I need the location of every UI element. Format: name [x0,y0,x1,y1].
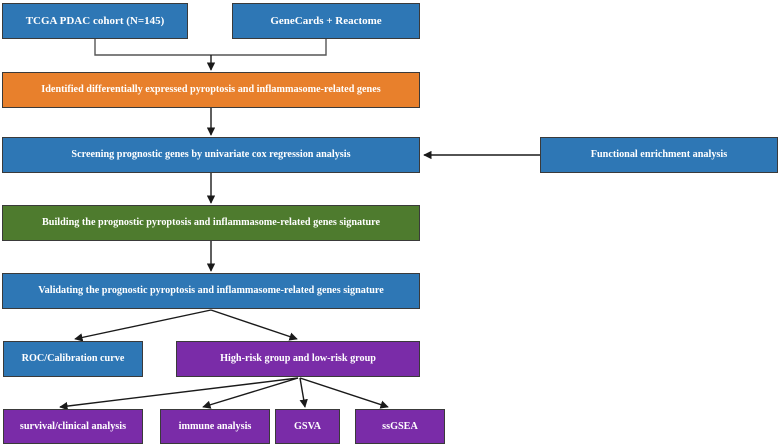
node-building-signature[interactable]: Building the prognostic pyroptosis and i… [2,205,420,241]
node-label: ROC/Calibration curve [21,353,125,365]
node-gsva[interactable]: GSVA [275,409,340,444]
node-immune-analysis[interactable]: immune analysis [160,409,270,444]
node-survival-clinical[interactable]: survival/clinical analysis [3,409,143,444]
node-roc-calibration[interactable]: ROC/Calibration curve [3,341,143,377]
node-genecards-reactome[interactable]: GeneCards + Reactome [232,3,420,39]
edge-validating-to-roc [74,309,212,342]
edge-validating-to-risk [210,309,298,341]
edge-risk-to-survival [59,377,299,411]
node-label: GSVA [294,420,321,432]
node-label: TCGA PDAC cohort (N=145) [25,14,165,27]
node-label: Validating the prognostic pyroptosis and… [38,285,384,297]
node-ssgsea[interactable]: ssGSEA [355,409,445,444]
edge-tcga-to-merge [94,39,211,56]
node-label: GeneCards + Reactome [270,14,382,27]
node-functional-enrichment[interactable]: Functional enrichment analysis [540,137,778,173]
node-identified-degs[interactable]: Identified differentially expressed pyro… [2,72,420,108]
node-high-low-risk[interactable]: High-risk group and low-risk group [176,341,420,377]
node-label: Functional enrichment analysis [590,149,728,161]
node-label: Identified differentially expressed pyro… [41,84,381,96]
edge-risk-to-ssgsea [299,377,389,409]
node-tcga-cohort[interactable]: TCGA PDAC cohort (N=145) [2,3,188,39]
node-label: ssGSEA [382,420,418,432]
node-label: survival/clinical analysis [19,420,127,432]
edge-risk-to-immune [202,377,299,409]
edge-risk-to-gsva [299,377,308,408]
node-label: Building the prognostic pyroptosis and i… [41,217,380,229]
node-label: High-risk group and low-risk group [220,353,376,365]
node-label: Screening prognostic genes by univariate… [71,149,351,161]
node-screening-prognostic[interactable]: Screening prognostic genes by univariate… [2,137,420,173]
node-label: immune analysis [178,420,252,432]
edge-genecards-to-merge [211,39,327,56]
node-validating-signature[interactable]: Validating the prognostic pyroptosis and… [2,273,420,309]
